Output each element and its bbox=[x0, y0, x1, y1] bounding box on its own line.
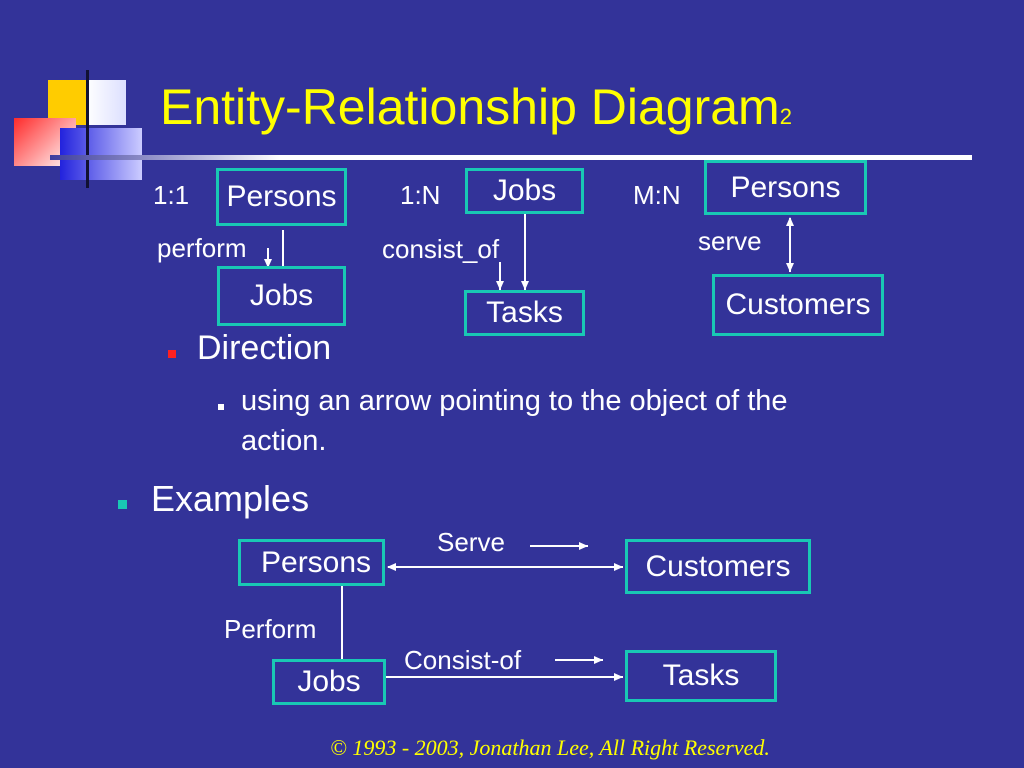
bullet-examples: Examples bbox=[151, 478, 310, 519]
logo-blue-square bbox=[60, 128, 142, 180]
bullet-marker bbox=[168, 350, 176, 358]
entity-jobs-1-1: Jobs bbox=[217, 266, 346, 326]
example-label-serve: Serve bbox=[437, 527, 505, 557]
relation-serve: serve bbox=[698, 226, 762, 256]
bullet-direction: Direction bbox=[197, 329, 332, 367]
cardinality-m-n: M:N bbox=[633, 180, 681, 210]
entity-tasks-1-n: Tasks bbox=[464, 290, 585, 336]
entity-persons-1-1: Persons bbox=[216, 168, 347, 226]
title-main: Entity-Relationship Diagram bbox=[160, 79, 780, 135]
entity-customers-m-n: Customers bbox=[712, 274, 884, 336]
entity-label: Customers bbox=[725, 288, 871, 321]
entity-label: Customers bbox=[645, 549, 791, 583]
example-entity-tasks: Tasks bbox=[625, 650, 777, 702]
relation-perform: perform bbox=[157, 233, 247, 263]
example-label-perform: Perform bbox=[224, 614, 317, 644]
entity-label: Jobs bbox=[249, 279, 314, 312]
title-subscript: 2 bbox=[779, 104, 792, 129]
entity-label: Tasks bbox=[662, 659, 740, 692]
entity-label: Tasks bbox=[486, 296, 563, 329]
example-entity-customers: Customers bbox=[625, 539, 811, 594]
logo-vertical-line bbox=[86, 70, 89, 188]
slide-title: Entity-Relationship Diagram2 bbox=[160, 78, 792, 136]
example-label-consist-of: Consist-of bbox=[404, 645, 522, 675]
example-entity-persons: Persons bbox=[238, 539, 385, 586]
entity-label: Persons bbox=[261, 545, 372, 579]
entity-persons-m-n: Persons bbox=[704, 160, 867, 215]
logo-yellow-square bbox=[48, 80, 86, 125]
entity-label: Jobs bbox=[297, 665, 361, 698]
cardinality-1-1: 1:1 bbox=[153, 180, 190, 210]
title-divider bbox=[50, 155, 972, 160]
logo-white-square bbox=[86, 80, 126, 125]
entity-jobs-1-n: Jobs bbox=[465, 168, 584, 214]
bullet-direction-detail-1: using an arrow pointing to the object of… bbox=[241, 385, 788, 417]
bullet-marker bbox=[118, 500, 127, 509]
example-entity-jobs: Jobs bbox=[272, 659, 386, 705]
entity-label: Persons bbox=[730, 170, 841, 204]
relation-consist-of: consist_of bbox=[382, 234, 500, 264]
entity-label: Jobs bbox=[492, 174, 557, 207]
bullet-direction-detail-2: action. bbox=[241, 425, 327, 457]
copyright-footer: © 1993 - 2003, Jonathan Lee, All Right R… bbox=[330, 735, 770, 760]
sub-bullet-marker bbox=[218, 404, 224, 410]
entity-label: Persons bbox=[226, 180, 337, 213]
cardinality-1-n: 1:N bbox=[400, 180, 441, 210]
